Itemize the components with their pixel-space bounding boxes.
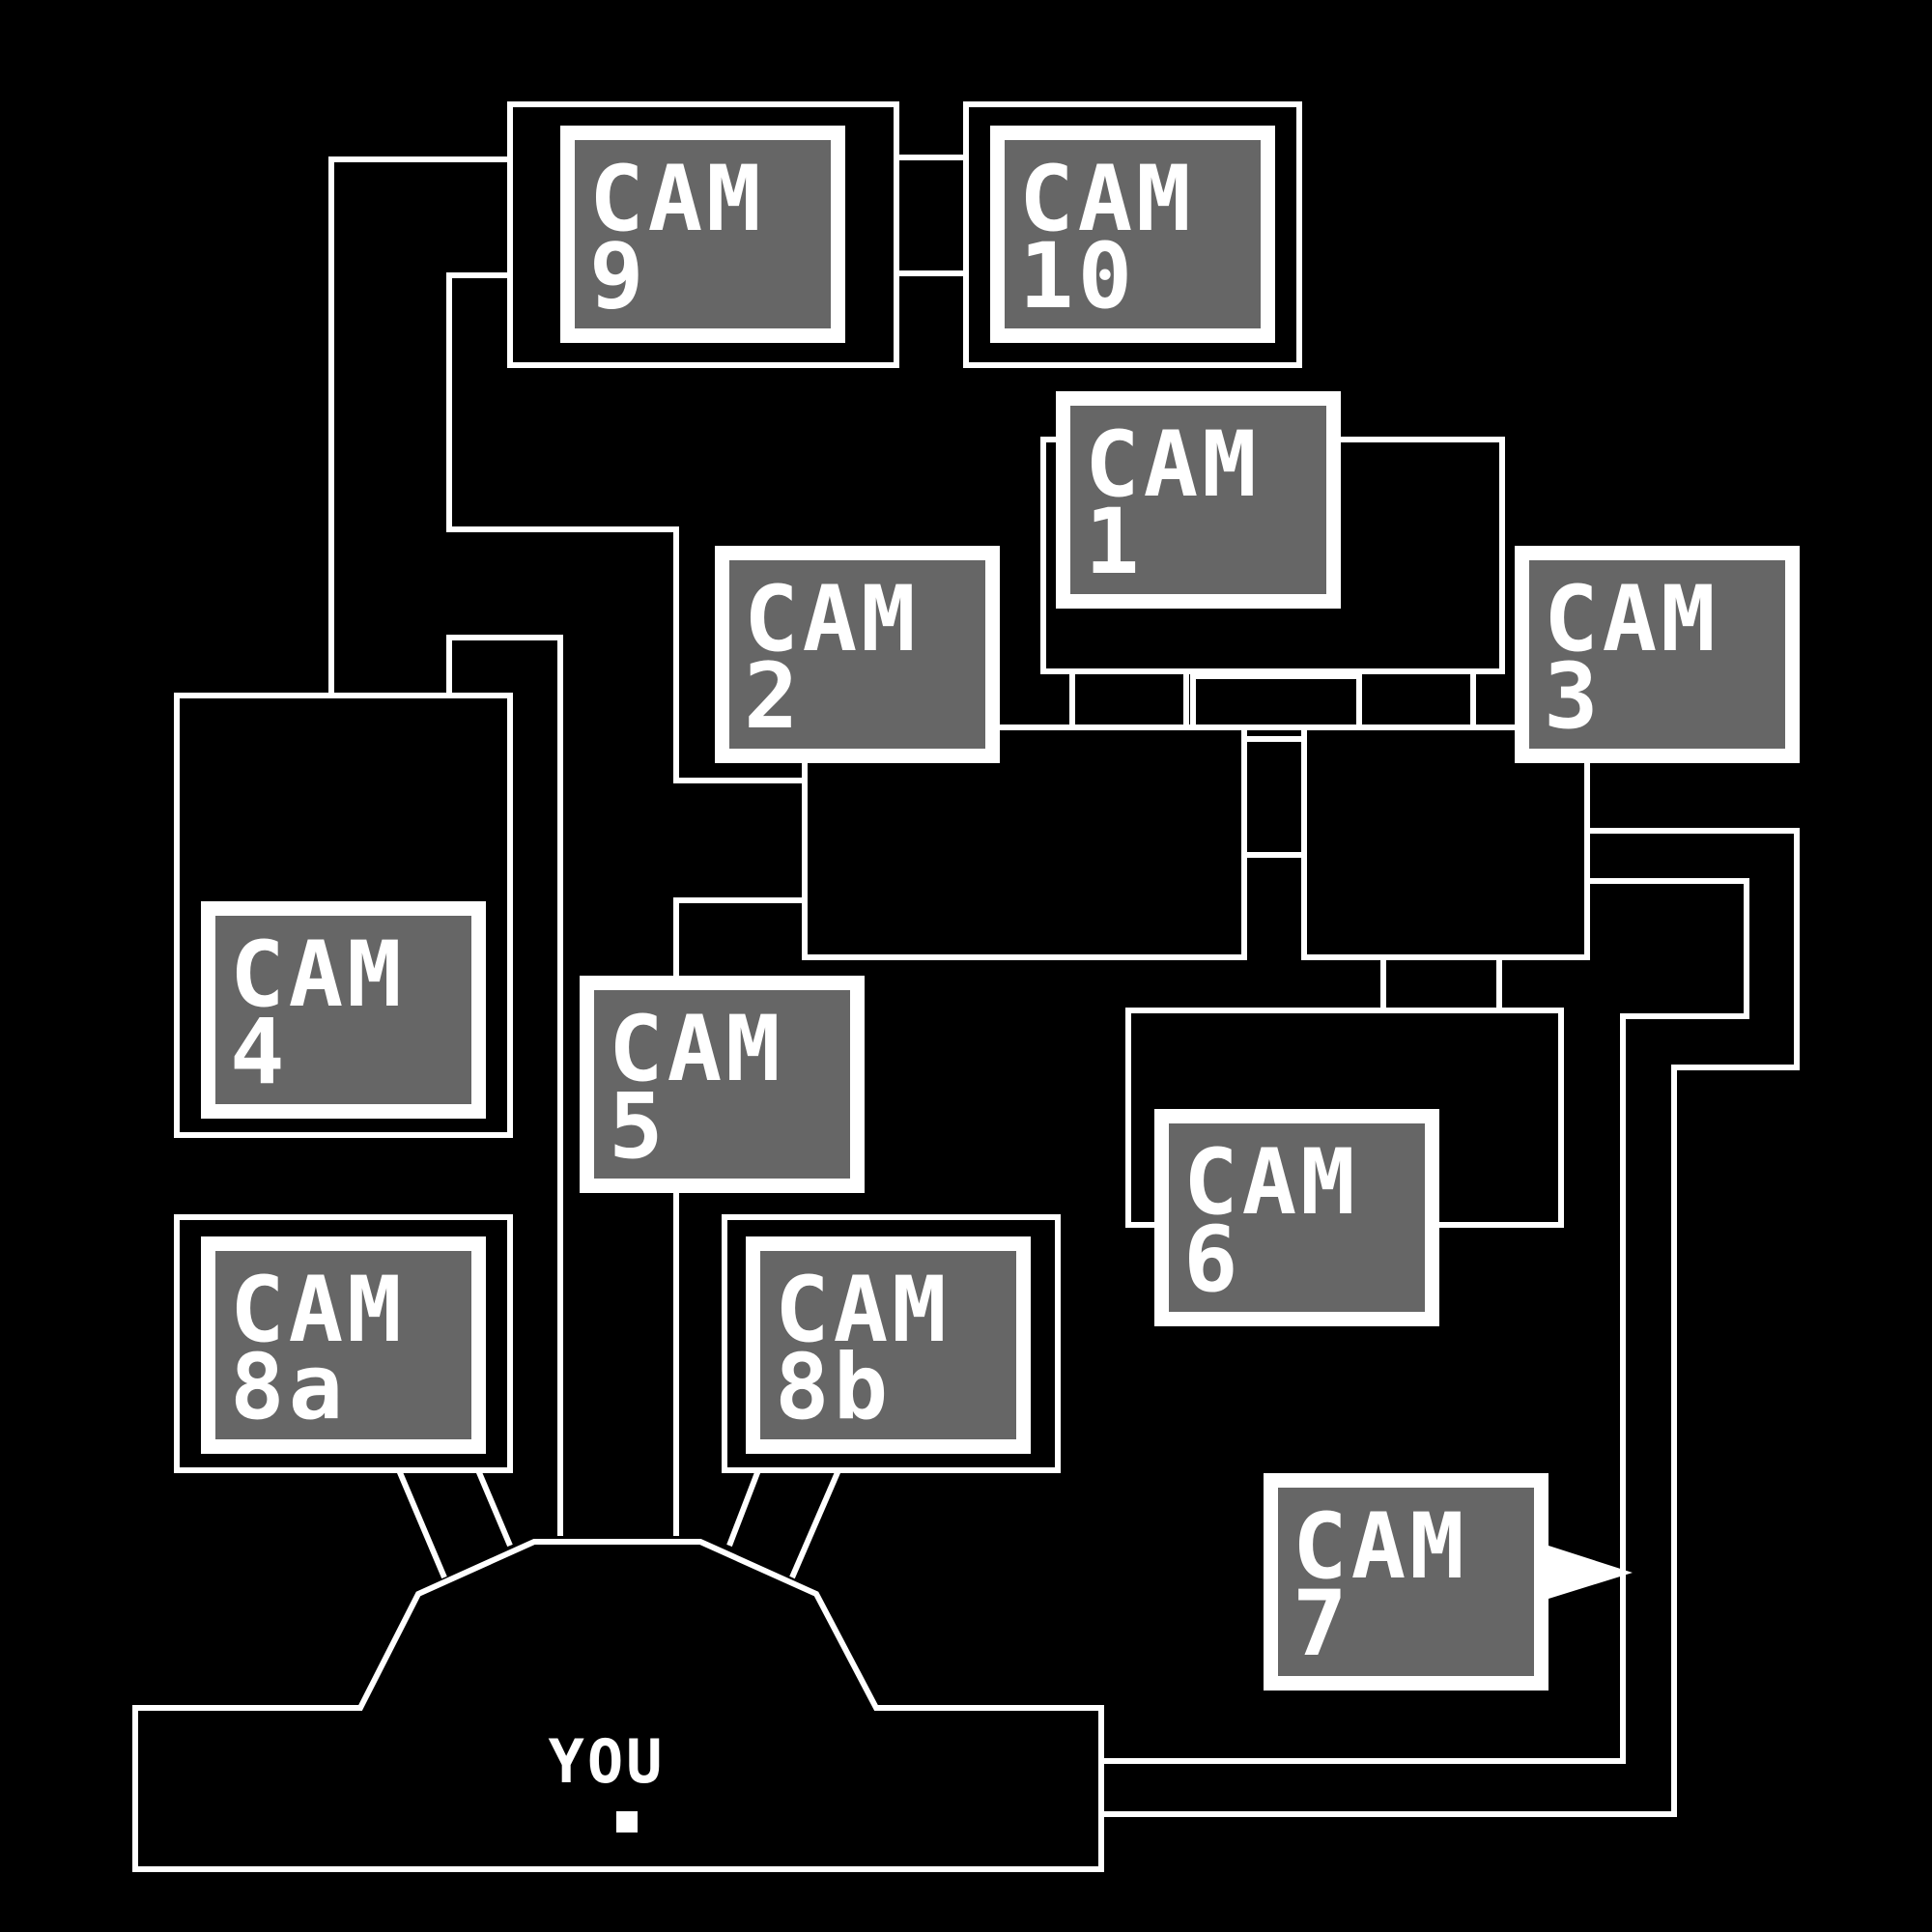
wire-cam8a-stub-right — [475, 1468, 513, 1548]
wire-cam8b-stub-left — [726, 1468, 761, 1548]
cam-6-label-number: 6 — [1183, 1208, 1242, 1313]
cam-1-label-number: 1 — [1085, 490, 1144, 595]
cam-2-face — [729, 560, 985, 749]
cam-4-label-top: CAM — [230, 923, 406, 1028]
room-center-right — [1301, 724, 1590, 960]
cam-9-face — [575, 140, 831, 328]
wire-east-outer — [1101, 828, 1800, 1817]
cam-6-face — [1169, 1123, 1425, 1312]
room-center-left — [802, 724, 1247, 960]
wire-east-inner — [1101, 878, 1749, 1764]
wire-cam8b-stub-right — [789, 1468, 841, 1579]
cam-7-label-number: 7 — [1293, 1572, 1351, 1677]
arrow-cam7 — [1548, 1546, 1633, 1599]
passage-cam6 — [1380, 954, 1502, 1013]
wire-west-hall — [446, 635, 563, 1536]
wire-cam5-top — [673, 897, 802, 976]
cam-4-face — [215, 916, 471, 1104]
cam-1-face — [1070, 406, 1326, 594]
passage-cam1-b — [1190, 673, 1362, 730]
cam-5-face — [594, 990, 850, 1179]
corridor-wiring — [328, 155, 1800, 1817]
cam-8b-label-top: CAM — [775, 1258, 951, 1363]
player-marker: YOU — [549, 1726, 666, 1833]
passage-cam1-a — [1069, 668, 1189, 730]
wire-cam9-west — [328, 156, 510, 696]
passage-cam1-c — [1356, 668, 1476, 730]
cam-3-face — [1529, 560, 1785, 749]
cam-8b-label-number: 8b — [775, 1335, 892, 1440]
room-office — [132, 1539, 1104, 1872]
cam-4-label-number: 4 — [230, 1000, 289, 1105]
cam-9-label-number: 9 — [589, 224, 648, 329]
cam-9-label-top: CAM — [589, 147, 765, 252]
cam-7-face — [1278, 1488, 1534, 1676]
you-label: YOU — [549, 1726, 666, 1797]
cam-2-label-top: CAM — [744, 567, 920, 672]
cam-3-label-top: CAM — [1544, 567, 1719, 672]
cam-8a-face — [215, 1251, 471, 1439]
wire-cam8a-stub-left — [396, 1468, 447, 1579]
you-dot — [616, 1811, 638, 1833]
cam-8a-label-number: 8a — [230, 1335, 347, 1440]
cam-5-label-top: CAM — [609, 997, 784, 1102]
cam-7-label-top: CAM — [1293, 1494, 1468, 1600]
cam-2-label-number: 2 — [744, 644, 803, 750]
cam-8a-label-top: CAM — [230, 1258, 406, 1363]
cam-10-label-number: 10 — [1019, 224, 1136, 329]
cam-3-label-number: 3 — [1544, 644, 1603, 750]
passage-center — [1241, 736, 1307, 858]
wire-cam9-southwest — [446, 272, 802, 783]
cam-1-label-top: CAM — [1085, 412, 1261, 518]
cam-8b-face — [760, 1251, 1016, 1439]
cam-6-label-top: CAM — [1183, 1130, 1359, 1236]
cam-10-face — [1005, 140, 1261, 328]
cam-5-label-number: 5 — [609, 1074, 668, 1179]
cam-10-label-top: CAM — [1019, 147, 1195, 252]
